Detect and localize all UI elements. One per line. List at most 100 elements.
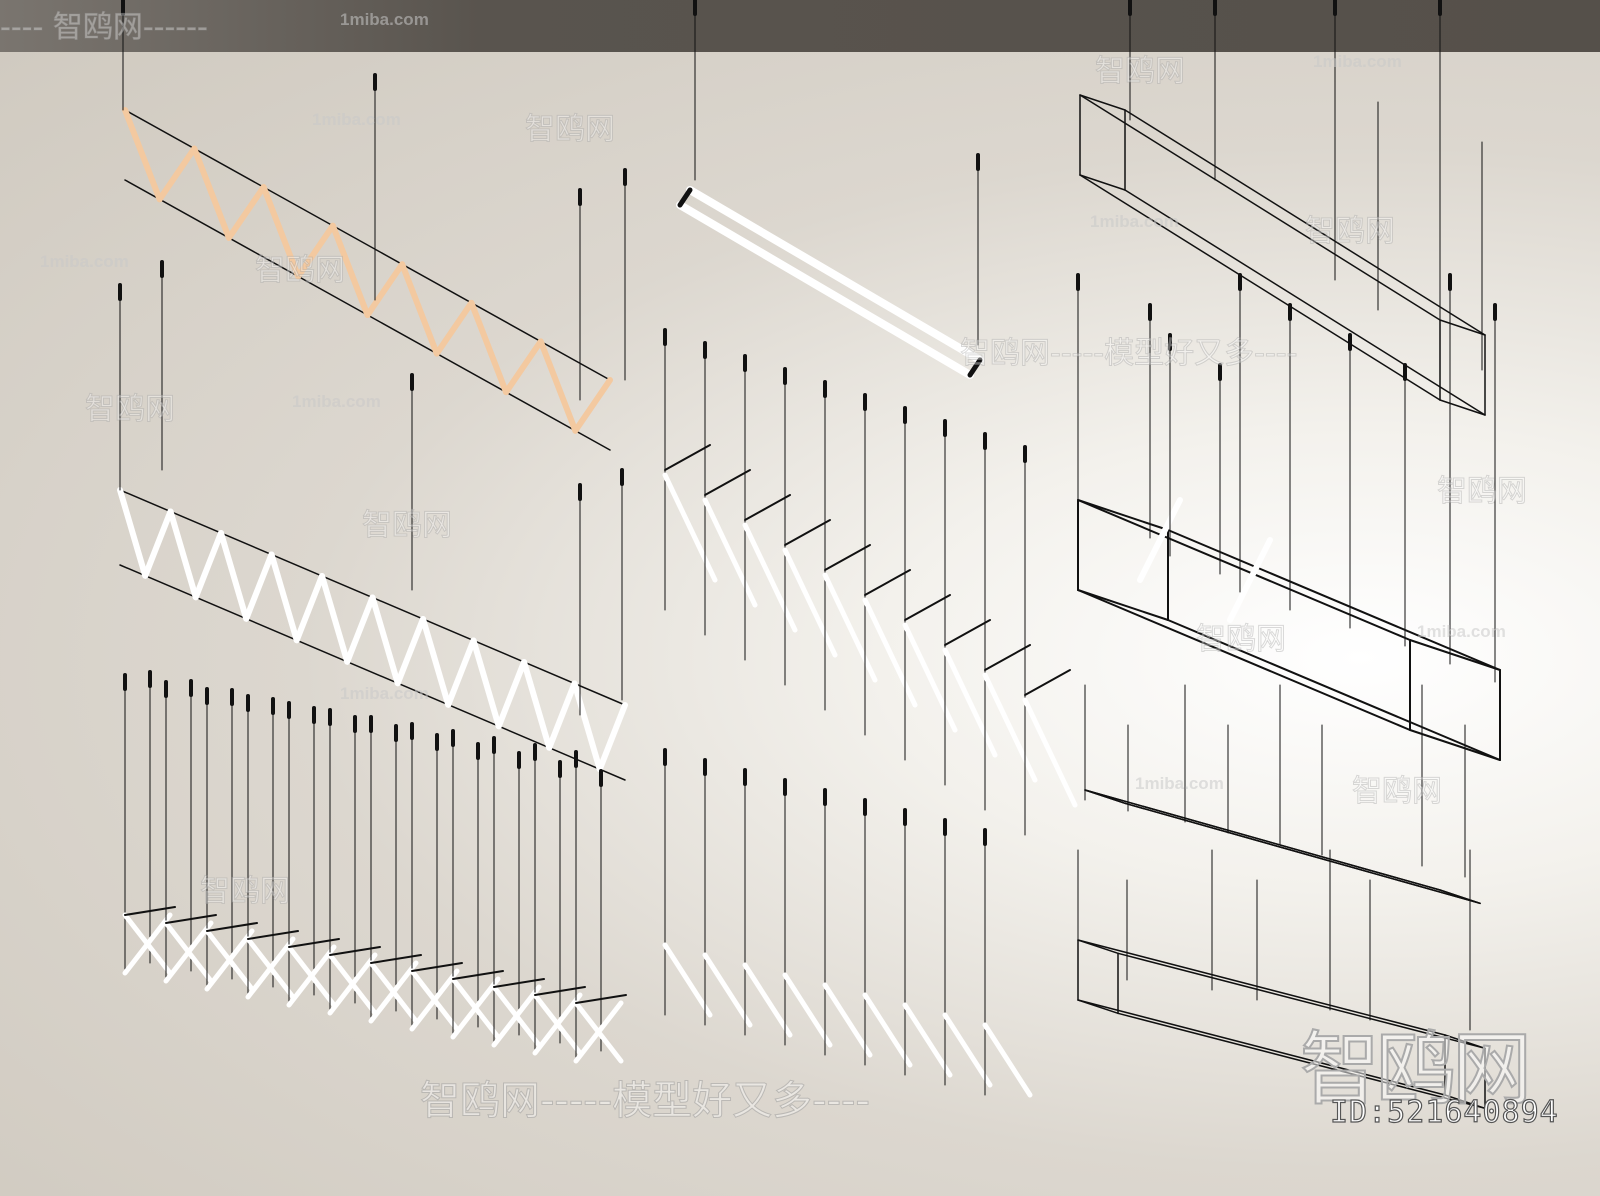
light-tube xyxy=(293,573,325,644)
holder xyxy=(452,970,504,980)
watermark-logo: 智鸥网 xyxy=(1299,1022,1533,1117)
light-tube xyxy=(122,912,173,976)
light-tube xyxy=(546,680,578,751)
light-tube xyxy=(295,222,336,280)
frame-edge xyxy=(1439,319,1486,336)
light-tube xyxy=(368,960,419,1024)
light-tube xyxy=(468,299,510,396)
light-tube xyxy=(433,299,475,357)
frame-edge xyxy=(1077,499,1169,531)
watermark: 1miba.com xyxy=(292,392,381,411)
frame-edge xyxy=(1079,174,1441,401)
light-tube xyxy=(537,338,579,434)
light-tube xyxy=(245,936,296,1000)
light-tube xyxy=(167,508,199,601)
frame-edge xyxy=(1124,109,1486,336)
frame-edge xyxy=(1167,529,1501,671)
light-tube xyxy=(286,944,337,1008)
holder xyxy=(370,954,422,964)
light-tube xyxy=(702,952,753,1028)
frame-edge xyxy=(1077,589,1411,731)
light-tube xyxy=(420,616,452,708)
frame-edge xyxy=(1077,939,1446,1036)
watermark: 智鸥网 xyxy=(255,253,346,289)
frame-edge xyxy=(1077,499,1411,641)
rail xyxy=(124,109,611,381)
holder xyxy=(165,914,217,924)
watermark: 1miba.com xyxy=(1313,52,1402,71)
light-tube xyxy=(399,261,440,357)
light-tube xyxy=(686,186,984,364)
light-tube xyxy=(470,637,502,730)
frame-edge xyxy=(1077,999,1446,1096)
watermark: 智鸥网 xyxy=(1352,774,1443,810)
light-tube xyxy=(676,201,974,379)
light-tube xyxy=(491,984,542,1048)
light-tube xyxy=(163,920,214,984)
frame-edge xyxy=(1167,619,1501,761)
light-tube xyxy=(204,928,255,992)
light-tube xyxy=(268,551,300,644)
holder xyxy=(784,519,831,546)
holder xyxy=(984,644,1031,671)
watermark: 智鸥网 xyxy=(362,508,453,544)
holder xyxy=(575,994,627,1004)
holder xyxy=(288,938,340,948)
light-tube xyxy=(1227,537,1273,623)
frame-edge xyxy=(1079,94,1126,111)
light-tube xyxy=(192,530,224,601)
holder xyxy=(493,978,545,988)
watermark: 智鸥网 xyxy=(1095,54,1186,90)
light-tube xyxy=(117,487,149,579)
light-tube xyxy=(942,647,998,758)
light-tube xyxy=(1022,697,1078,808)
holder xyxy=(824,544,871,571)
light-tube xyxy=(532,992,583,1056)
light-tube xyxy=(445,637,477,708)
light-tube xyxy=(822,982,873,1058)
light-tube xyxy=(243,551,275,622)
light-tube xyxy=(573,1000,624,1064)
watermark: 1miba.com xyxy=(312,110,401,129)
light-tube xyxy=(327,952,378,1016)
light-tube xyxy=(503,338,544,396)
light-tube xyxy=(902,622,958,733)
watermark-slogan: 智鸥网-----模型好又多---- xyxy=(420,1078,871,1125)
frame-edge xyxy=(1117,952,1486,1050)
end-cap xyxy=(677,187,693,208)
light-tube xyxy=(782,547,838,658)
watermark: 1miba.com xyxy=(40,252,129,271)
watermark: 智鸥网 xyxy=(1437,474,1528,510)
light-tube xyxy=(596,702,628,773)
light-tube xyxy=(142,508,174,579)
light-tube xyxy=(662,472,718,583)
rail xyxy=(119,564,626,781)
light-tube xyxy=(521,659,553,751)
light-tube xyxy=(1137,497,1183,583)
watermark: 智鸥网 xyxy=(85,392,176,428)
light-tube xyxy=(329,222,371,318)
light-tube xyxy=(702,497,758,608)
watermark: 1miba.com xyxy=(340,684,429,703)
light-tube xyxy=(218,530,250,622)
light-tube xyxy=(495,659,527,730)
frame-edge xyxy=(1079,174,1126,191)
light-tube xyxy=(191,145,232,241)
holder xyxy=(411,962,463,972)
watermark: 1miba.com xyxy=(1417,622,1506,641)
frame-edge xyxy=(1409,639,1501,671)
light-tube xyxy=(450,976,501,1040)
light-tube xyxy=(902,1002,953,1078)
holder xyxy=(1024,669,1071,696)
watermark: 1miba.com xyxy=(1135,774,1224,793)
light-tube xyxy=(942,1012,993,1088)
frame-edge xyxy=(1079,94,1441,321)
light-tube xyxy=(742,962,793,1038)
watermark: 1miba.com xyxy=(1090,212,1179,231)
frame-edge xyxy=(1084,789,1441,891)
watermark: 智鸥网 xyxy=(200,874,291,910)
end-cap xyxy=(967,357,983,378)
light-tube xyxy=(862,992,913,1068)
frame-edge xyxy=(1124,802,1481,905)
